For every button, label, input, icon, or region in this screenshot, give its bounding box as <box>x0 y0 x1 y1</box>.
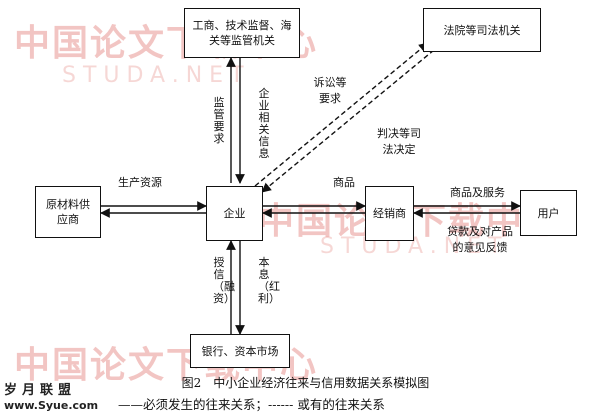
edge-enterprise-to-court <box>254 42 429 187</box>
label-litigation: 诉讼等要求 <box>313 76 347 105</box>
node-distributor: 经销商 <box>365 186 414 241</box>
label-credit-financing: 授信（融资） <box>213 256 235 305</box>
label-supervision-req: 监管要求 <box>213 96 225 145</box>
site-logo: 岁月联盟 www.Syue.com <box>4 379 98 412</box>
label-production-resources: 生产资源 <box>118 176 162 189</box>
site-logo-name: 岁月联盟 <box>4 383 77 398</box>
label-payment-feedback: 贷款及对产品的意见反馈 <box>447 225 513 254</box>
site-logo-url: www.Syue.com <box>4 399 99 412</box>
edge-court-to-enterprise <box>261 49 435 193</box>
label-enterprise-info: 企业相关信息 <box>258 87 270 160</box>
node-user: 用户 <box>520 190 577 236</box>
node-enterprise: 企业 <box>206 186 263 241</box>
node-court: 法院等司法机关 <box>423 8 541 52</box>
figure-caption: 图2 中小企业经济往来与信用数据关系模拟图 <box>181 376 430 390</box>
node-bank: 银行、资本市场 <box>190 334 290 368</box>
label-judgment: 判决等司法决定 <box>377 127 421 156</box>
label-principal-interest: 本息（红利） <box>258 256 280 305</box>
node-regulator: 工商、技术监督、海关等监管机关 <box>184 8 300 58</box>
label-goods-services: 商品及服务 <box>450 186 505 199</box>
label-goods: 商品 <box>333 176 355 189</box>
node-supplier: 原材料供应商 <box>35 186 101 238</box>
legend: ——必须发生的往来关系；------ 或有的往来关系 <box>118 397 385 412</box>
